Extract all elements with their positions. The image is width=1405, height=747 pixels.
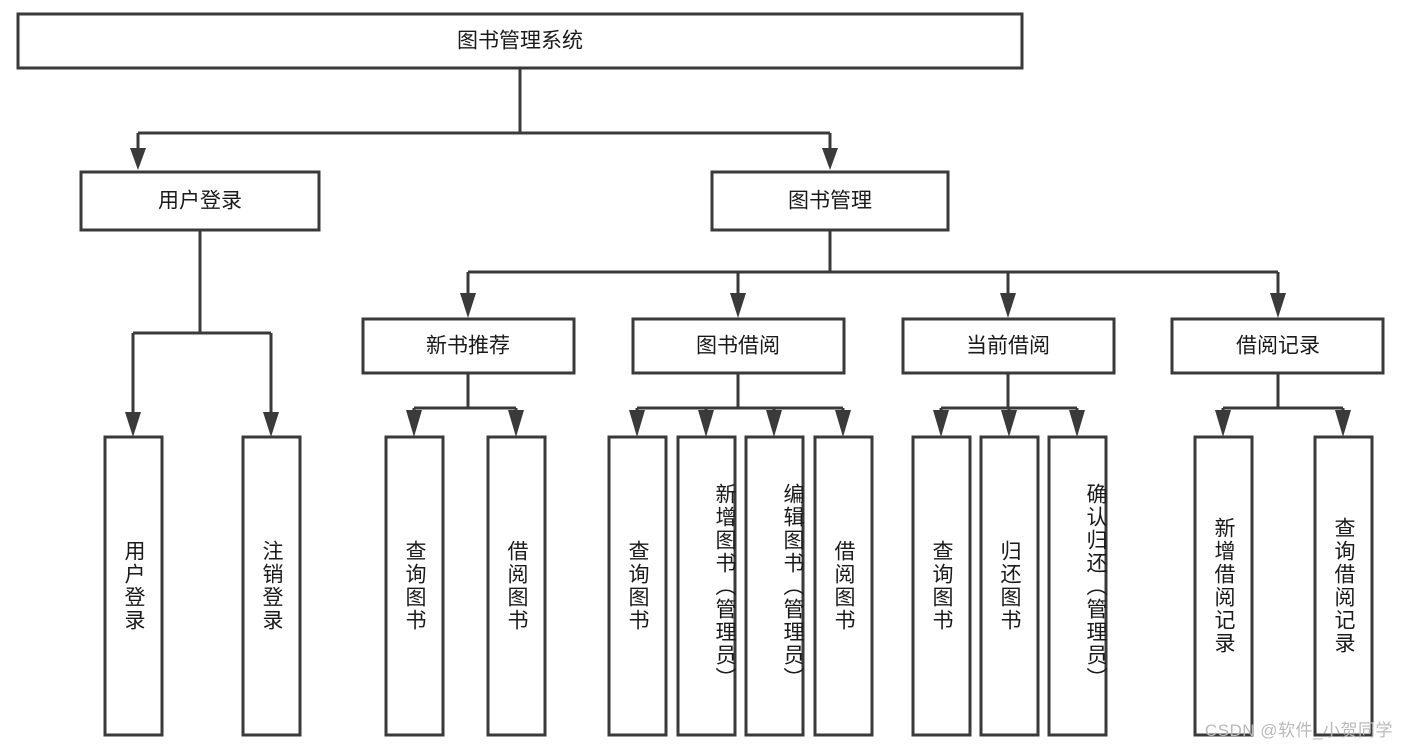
leaf-box-current-borrow-2[interactable] [979,435,1040,737]
arrow-head-record-leaf-1 [1215,410,1231,437]
leaf-box-new-book-2[interactable] [486,435,547,737]
arrow-head-borrow-leaf-4 [835,410,851,437]
arrow-head-borrow-leaf-3 [766,410,782,437]
arrow-head-bookmgmt-to-record [1270,293,1286,318]
arrow-head-current-leaf-3 [1069,410,1085,437]
arrow-head-userlogin-leaf-1 [125,412,141,437]
node-root-system-label: 图书管理系统 [457,30,583,53]
node-borrow-record[interactable]: 借阅记录 [1170,317,1385,375]
leaf-box-book-borrow-2[interactable] [676,435,737,737]
node-user-login-label: 用户登录 [158,190,242,213]
leaf-box-user-login-2[interactable] [241,435,302,737]
arrow-head-root-to-bookmgmt [822,148,838,170]
csdn-watermark: CSDN @软件_小贺同学 [1204,721,1393,740]
arrow-head-borrow-leaf-1 [629,410,645,437]
arrow-head-userlogin-leaf-2 [263,412,279,437]
node-book-management[interactable]: 图书管理 [710,170,950,232]
arrow-head-current-leaf-2 [1001,410,1017,437]
leaf-box-current-borrow-1[interactable] [911,435,972,737]
arrow-head-newbook-leaf-1 [406,410,422,437]
node-book-borrow[interactable]: 图书借阅 [631,317,846,375]
arrow-head-current-leaf-1 [933,410,949,437]
node-current-borrow-box [901,317,1116,375]
leaf-box-book-borrow-3[interactable] [744,435,805,737]
node-root-system-box [16,12,1024,70]
node-borrow-record-box [1170,317,1385,375]
arrow-head-bookmgmt-to-borrow [730,293,746,318]
arrow-head-bookmgmt-to-current [1000,293,1016,318]
leaf-box-new-book-1[interactable] [384,435,445,737]
leaf-box-book-borrow-4[interactable] [813,435,874,737]
node-new-book-recommend[interactable]: 新书推荐 [361,317,576,375]
node-book-borrow-box [631,317,846,375]
node-new-book-recommend-label: 新书推荐 [426,335,510,358]
leaf-box-borrow-record-1[interactable] [1193,435,1254,737]
arrow-head-borrow-leaf-2 [698,410,714,437]
arrow-head-newbook-leaf-2 [508,410,524,437]
node-book-borrow-label: 图书借阅 [696,335,780,358]
arrow-head-bookmgmt-to-newbook [460,293,476,318]
node-current-borrow-label: 当前借阅 [966,335,1050,358]
leaf-box-current-borrow-3[interactable] [1047,435,1108,737]
arrow-head-root-to-userlogin [130,148,146,170]
node-new-book-recommend-box [361,317,576,375]
node-current-borrow[interactable]: 当前借阅 [901,317,1116,375]
leaf-box-borrow-record-2[interactable] [1313,435,1374,737]
node-user-login[interactable]: 用户登录 [79,170,321,232]
arrow-head-record-leaf-2 [1335,410,1351,437]
leaf-box-book-borrow-1[interactable] [607,435,668,737]
node-borrow-record-label: 借阅记录 [1236,335,1320,358]
node-root-system[interactable]: 图书管理系统 [16,12,1024,70]
leaf-box-user-login-1[interactable] [103,435,164,737]
node-book-management-box [710,170,950,232]
node-book-management-label: 图书管理 [788,190,872,213]
